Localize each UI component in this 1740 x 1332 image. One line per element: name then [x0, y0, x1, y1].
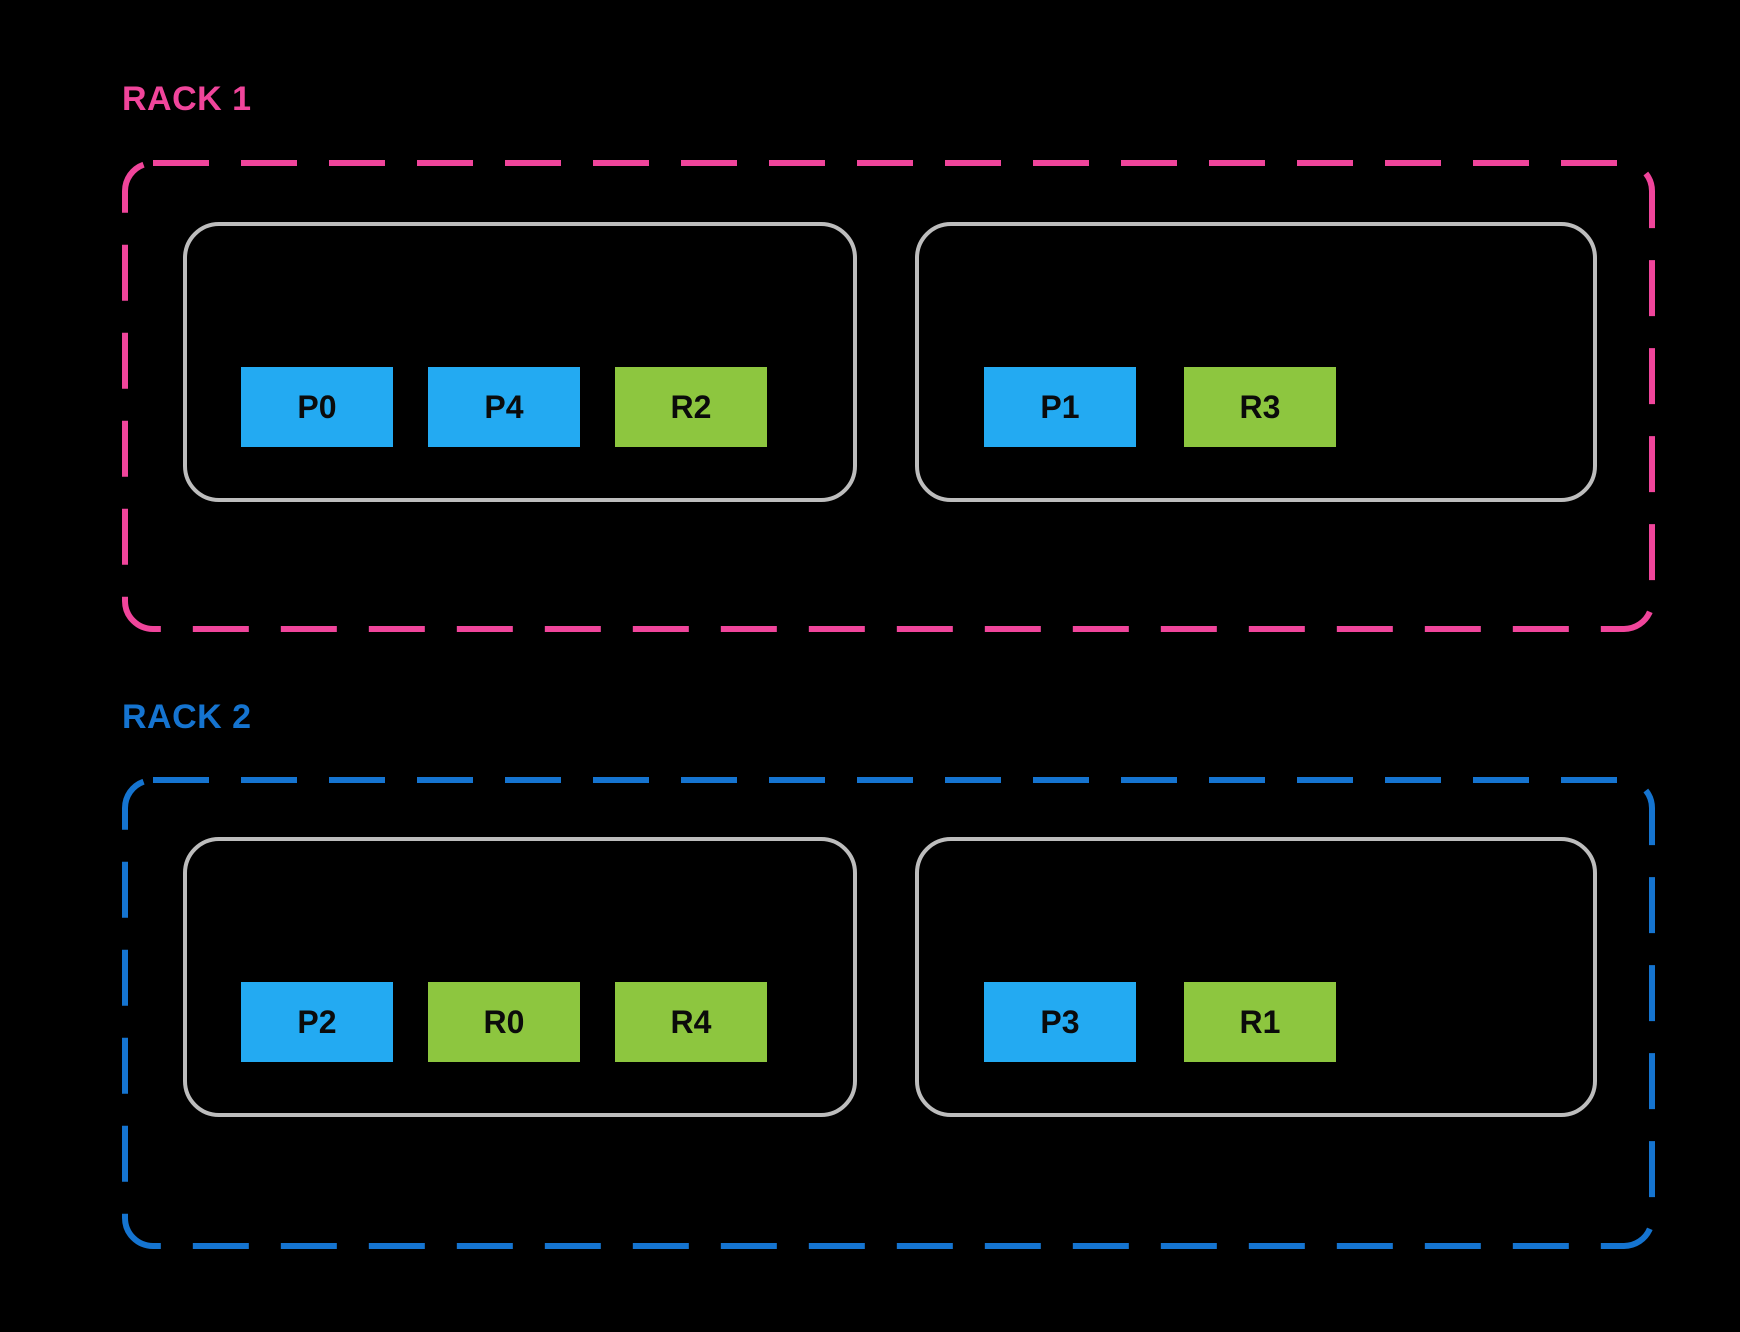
chip-p2: P2: [241, 982, 393, 1062]
rack-1-boundary: P0 P4 R2 P1 R3: [122, 160, 1655, 632]
rack-1-node-1: P0 P4 R2: [183, 222, 857, 502]
rack-1-node-2: P1 R3: [915, 222, 1597, 502]
rack-2-node-1: P2 R0 R4: [183, 837, 857, 1117]
chip-r2: R2: [615, 367, 767, 447]
chip-r0: R0: [428, 982, 580, 1062]
rack-2-dashed-border-icon: [122, 777, 1655, 1249]
chip-r1: R1: [1184, 982, 1336, 1062]
chip-r4: R4: [615, 982, 767, 1062]
chip-p3: P3: [984, 982, 1136, 1062]
chip-r3: R3: [1184, 367, 1336, 447]
rack-2-boundary: P2 R0 R4 P3 R1: [122, 777, 1655, 1249]
rack-2-node-2: P3 R1: [915, 837, 1597, 1117]
rack-2-label: RACK 2: [122, 698, 252, 736]
rack-1-label: RACK 1: [122, 80, 252, 118]
chip-p4: P4: [428, 367, 580, 447]
chip-p1: P1: [984, 367, 1136, 447]
rack-1-dashed-border-icon: [122, 160, 1655, 632]
chip-p0: P0: [241, 367, 393, 447]
